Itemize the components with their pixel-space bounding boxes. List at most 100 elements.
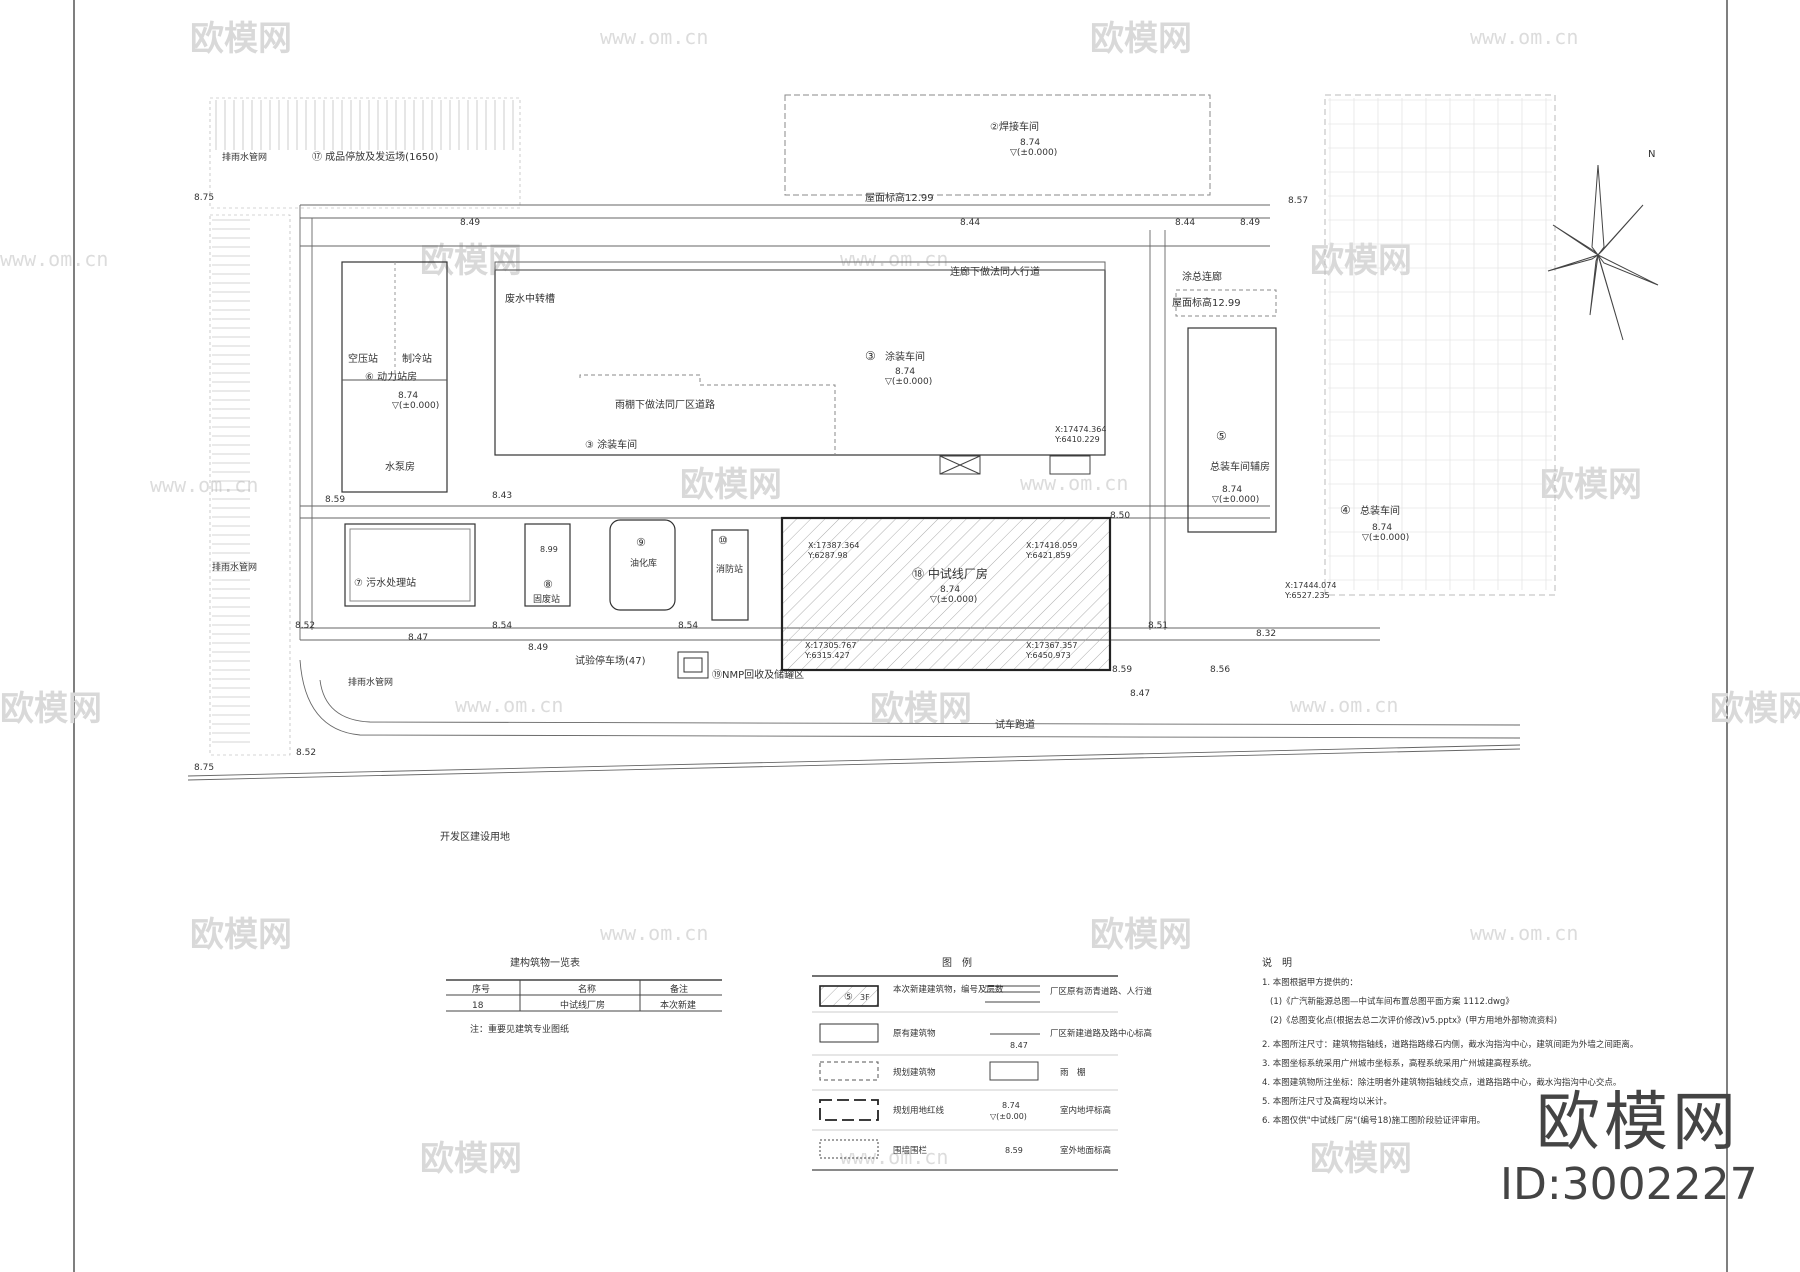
svg-text:8.74: 8.74 (940, 585, 960, 595)
svg-text:8.44: 8.44 (960, 218, 980, 228)
watermark-url: www.om.cn (1020, 471, 1128, 495)
brand-name: 欧模网 (1536, 1086, 1740, 1160)
watermark: 欧模网 (1090, 915, 1192, 955)
table-title: 建构筑物一览表 (510, 956, 580, 969)
svg-text:8.75: 8.75 (194, 763, 214, 773)
notes-line: 2. 本图所注尺寸：建筑物指轴线，道路指路缘石内侧，截水沟指沟中心，建筑间距为外… (1262, 1039, 1638, 1050)
svg-text:8.47: 8.47 (1130, 689, 1150, 699)
svg-text:试验停车场(47): 试验停车场(47) (575, 654, 646, 667)
watermark-url: www.om.cn (1470, 25, 1578, 49)
building-2: ②焊接车间 8.74 ▽(±0.000) 屋面标高12.99 (784, 94, 1211, 204)
building-9: ⑨ 油化库 (609, 519, 676, 611)
svg-text:8.74: 8.74 (398, 391, 418, 401)
svg-text:8.59: 8.59 (325, 495, 345, 505)
svg-text:8.47: 8.47 (1010, 1041, 1028, 1050)
building-3: ③ 涂装车间 8.74 ▽(±0.000) ③ 涂装车间 雨棚下做法同厂区道路 … (494, 261, 1106, 475)
svg-text:8.74: 8.74 (1372, 523, 1392, 533)
svg-text:8.57: 8.57 (1288, 196, 1308, 206)
svg-text:▽(±0.00): ▽(±0.00) (990, 1112, 1027, 1121)
svg-text:8.99: 8.99 (540, 545, 558, 554)
svg-text:⑦ 污水处理站: ⑦ 污水处理站 (354, 576, 416, 589)
watermark: 欧模网 (1090, 19, 1192, 59)
svg-text:屋面标高12.99: 屋面标高12.99 (865, 191, 934, 204)
watermark-url: www.om.cn (1290, 693, 1398, 717)
svg-text:8.54: 8.54 (492, 621, 512, 631)
legend-title: 图 例 (942, 956, 972, 969)
svg-text:8.75: 8.75 (194, 193, 214, 203)
svg-text:8.50: 8.50 (1110, 511, 1130, 521)
svg-text:8.59: 8.59 (1112, 665, 1132, 675)
svg-text:X:17474.364: X:17474.364 (1055, 425, 1106, 434)
svg-text:Y:6527.235: Y:6527.235 (1284, 591, 1330, 600)
svg-text:排雨水管网: 排雨水管网 (212, 561, 257, 573)
notes-title: 说 明 (1262, 956, 1292, 969)
svg-text:⑰ 成品停放及发运场(1650): ⑰ 成品停放及发运场(1650) (312, 150, 439, 163)
svg-text:8.54: 8.54 (678, 621, 698, 631)
svg-text:原有建筑物: 原有建筑物 (893, 1028, 936, 1039)
svg-text:涂总连廊: 涂总连廊 (1182, 270, 1222, 283)
svg-text:制冷站: 制冷站 (402, 352, 432, 365)
svg-text:③ 涂装车间: ③ 涂装车间 (585, 438, 637, 451)
watermark: 欧模网 (1710, 689, 1800, 729)
watermark-url: www.om.cn (600, 921, 708, 945)
svg-text:屋面标高12.99: 屋面标高12.99 (1172, 296, 1241, 309)
svg-text:▽(±0.000): ▽(±0.000) (885, 377, 932, 387)
building-4-zone (1324, 94, 1556, 596)
svg-text:排雨水管网: 排雨水管网 (348, 676, 393, 688)
svg-text:⑨: ⑨ (636, 536, 646, 549)
watermark: 欧模网 (420, 1139, 522, 1179)
svg-text:⑥ 动力站房: ⑥ 动力站房 (365, 370, 417, 383)
svg-text:雨 棚: 雨 棚 (1060, 1067, 1086, 1078)
parking-grid (209, 97, 521, 756)
building-7: ⑦ 污水处理站 (344, 523, 476, 607)
svg-text:X:17387.364: X:17387.364 (808, 541, 859, 550)
brand-id: ID:3002227 (1500, 1159, 1758, 1210)
svg-text:8.49: 8.49 (460, 218, 480, 228)
watermark-url: www.om.cn (1470, 921, 1578, 945)
notes-line: 1. 本图根据甲方提供的： (1262, 977, 1358, 988)
watermark-url: www.om.cn (455, 693, 563, 717)
svg-text:▽(±0.000): ▽(±0.000) (930, 595, 977, 605)
svg-text:▽(±0.000): ▽(±0.000) (392, 401, 439, 411)
svg-text:排雨水管网: 排雨水管网 (222, 151, 267, 163)
watermark: 欧模网 (1310, 241, 1412, 281)
svg-text:8.56: 8.56 (1210, 665, 1230, 675)
svg-text:3F: 3F (860, 993, 870, 1002)
watermark-url: www.om.cn (150, 473, 258, 497)
svg-text:水泵房: 水泵房 (385, 460, 415, 473)
svg-text:厂区原有沥青道路、人行道: 厂区原有沥青道路、人行道 (1050, 986, 1153, 997)
svg-text:③: ③ (865, 349, 876, 363)
building-list-table: 建构筑物一览表 序号 名称 备注 18 中试线厂房 本次新建 注：重要见建筑专业… (446, 956, 722, 1035)
svg-text:油化库: 油化库 (630, 557, 657, 569)
svg-text:本次新建: 本次新建 (660, 999, 696, 1011)
svg-text:⑩: ⑩ (718, 534, 728, 547)
notes-line: 3. 本图坐标系统采用广州城市坐标系，高程系统采用广州城建高程系统。 (1262, 1058, 1536, 1069)
svg-text:Y:6421.859: Y:6421.859 (1025, 551, 1071, 560)
svg-text:X:17367.357: X:17367.357 (1026, 641, 1077, 650)
svg-text:X:17305.767: X:17305.767 (805, 641, 856, 650)
svg-text:8.47: 8.47 (408, 633, 428, 643)
building-6: 空压站 制冷站 ⑥ 动力站房 8.74 ▽(±0.000) 水泵房 (341, 261, 448, 493)
building-8: ⑧ 固废站 8.99 (524, 523, 571, 607)
svg-text:8.52: 8.52 (295, 621, 315, 631)
svg-text:8.74: 8.74 (1002, 1101, 1020, 1110)
svg-text:围墙围栏: 围墙围栏 (893, 1145, 928, 1156)
north-arrow: N (1547, 149, 1659, 341)
svg-text:8.52: 8.52 (296, 748, 316, 758)
svg-text:室内地坪标高: 室内地坪标高 (1060, 1105, 1111, 1116)
svg-text:④: ④ (1340, 503, 1351, 517)
svg-text:厂区新建道路及路中心标高: 厂区新建道路及路中心标高 (1050, 1028, 1152, 1039)
watermark-url: www.om.cn (600, 25, 708, 49)
svg-text:本次新建建筑物，编号及层数: 本次新建建筑物，编号及层数 (893, 984, 1004, 995)
svg-text:规划建筑物: 规划建筑物 (893, 1067, 936, 1078)
watermark-url: www.om.cn (840, 247, 948, 271)
svg-text:▽(±0.000): ▽(±0.000) (1362, 533, 1409, 543)
svg-text:名称: 名称 (578, 983, 596, 995)
svg-text:8.59: 8.59 (1005, 1146, 1023, 1155)
notes-line: 4. 本图建筑物所注坐标：除注明者外建筑物指轴线交点，道路指路中心，截水沟指沟中… (1262, 1077, 1621, 1088)
svg-text:8.49: 8.49 (1240, 218, 1260, 228)
svg-text:8.44: 8.44 (1175, 218, 1195, 228)
svg-text:雨棚下做法同厂区道路: 雨棚下做法同厂区道路 (615, 398, 715, 411)
notes: 说 明 1. 本图根据甲方提供的： (1)《广汽新能源总图—中试车间布置总图平面… (1262, 956, 1638, 1126)
svg-text:⑤: ⑤ (844, 992, 853, 1003)
